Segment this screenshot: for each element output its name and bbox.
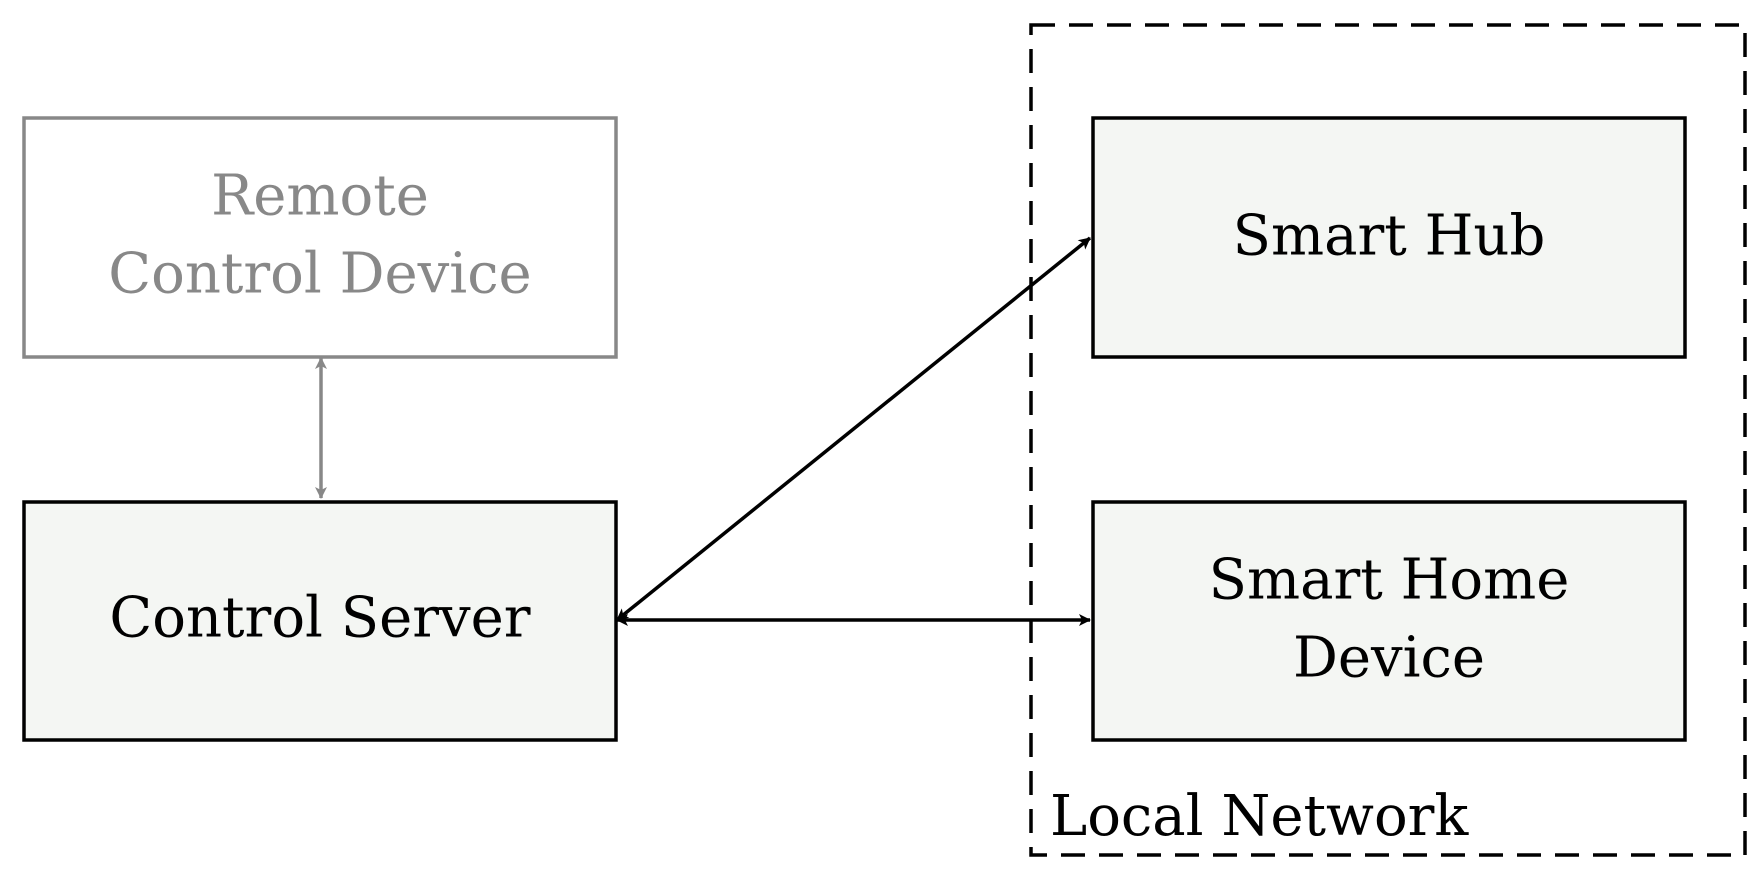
- remote-control-device-label-line-2: Control Device: [108, 242, 531, 307]
- smart-home-device-label-line-2: Device: [1293, 626, 1485, 691]
- remote-control-device-label-line-1: Remote: [211, 164, 429, 229]
- control-server-label: Control Server: [109, 586, 530, 651]
- control-server-box: [22, 500, 618, 742]
- edge-server-to-hub: [615, 236, 1092, 622]
- local-network-label: Local Network: [1050, 784, 1469, 849]
- smart-hub-box: [1091, 116, 1687, 359]
- smart-home-device-box: [1091, 500, 1687, 742]
- remote-control-device-box: [22, 116, 618, 359]
- smart-hub-label: Smart Hub: [1233, 204, 1546, 269]
- smart-home-device-label-line-1: Smart Home: [1209, 548, 1570, 613]
